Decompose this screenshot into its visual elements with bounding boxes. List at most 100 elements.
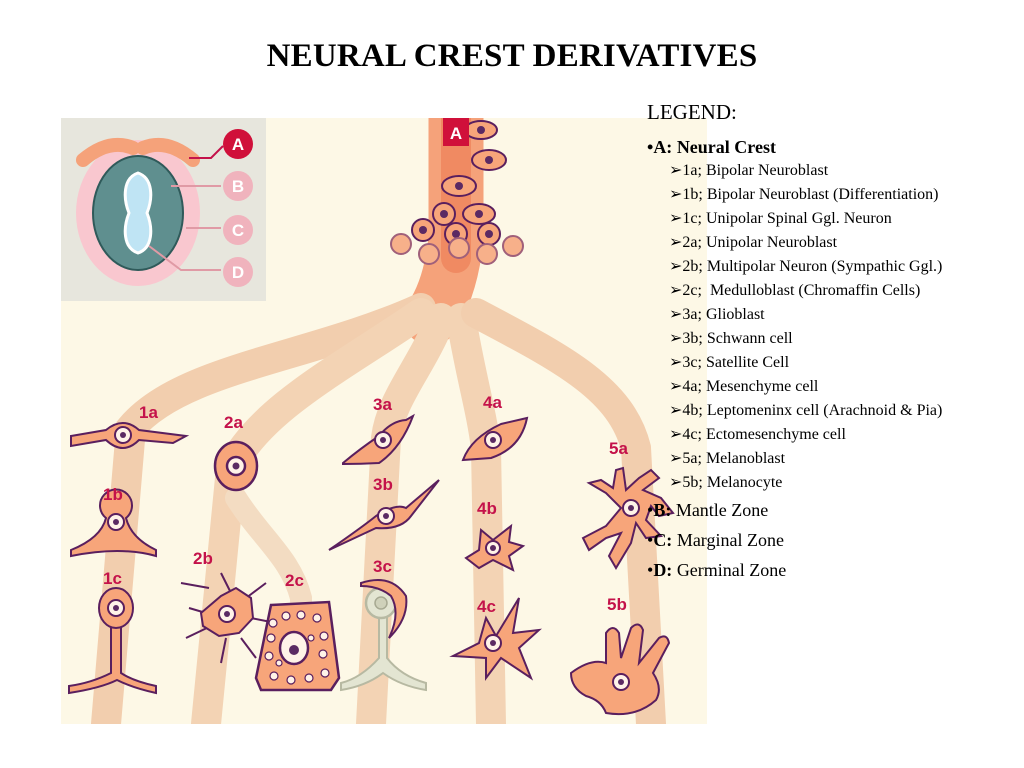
legend-sub-item: ➢4a; Mesenchyme cell: [647, 375, 1017, 399]
branch-5: [461, 298, 666, 724]
legend-sub-item: ➢4c; Ectomesenchyme cell: [647, 423, 1017, 447]
inset-circle-b: [223, 171, 253, 201]
cell-4c: [449, 597, 542, 681]
label-4b: 4b: [477, 499, 497, 518]
legend-sub-item: ➢5a; Melanoblast: [647, 447, 1017, 471]
legend-heading-colon: :: [730, 100, 737, 124]
crest-cells: [390, 120, 524, 265]
arrow-bullet: ➢: [669, 258, 683, 275]
arrow-bullet: ➢: [669, 306, 683, 323]
legend-sub-item: ➢3b; Schwann cell: [647, 327, 1017, 351]
legend-key-d: D:: [653, 560, 673, 580]
label-4c: 4c: [477, 597, 496, 616]
label-3c: 3c: [373, 557, 392, 576]
cell-1a: [70, 422, 190, 449]
label-1c: 1c: [103, 569, 122, 588]
cell-2a: [213, 440, 259, 492]
inset-label-d: D: [232, 263, 244, 282]
legend-sub-item: ➢3c; Satellite Cell: [647, 351, 1017, 375]
bullet: •: [647, 560, 654, 580]
legend-sub-text: 3c; Satellite Cell: [682, 354, 790, 371]
legend-zone-d: •D: Germinal Zone: [647, 555, 1017, 585]
inset-label-c: C: [232, 221, 244, 240]
legend-zone-c: •C: Marginal Zone: [647, 525, 1017, 555]
arrow-bullet: ➢: [669, 354, 683, 371]
legend-sub-text: 5a; Melanoblast: [682, 450, 786, 467]
arrow-bullet: ➢: [669, 282, 683, 299]
legend-sub-text: 2b; Multipolar Neuron (Sympathic Ggl.): [682, 258, 943, 275]
legend-key-b: B:: [653, 500, 672, 520]
inset-label-b: B: [232, 177, 244, 196]
label-2c: 2c: [285, 571, 304, 590]
legend-sub-item: ➢2a; Unipolar Neuroblast: [647, 231, 1017, 255]
legend-sub-text: 4a; Mesenchyme cell: [682, 378, 819, 395]
legend-sub-text: 5b; Melanocyte: [682, 474, 783, 491]
inset-circle-a: [223, 129, 253, 159]
label-5a: 5a: [609, 439, 628, 458]
legend-sub-item: ➢2b; Multipolar Neuron (Sympathic Ggl.): [647, 255, 1017, 279]
inset-circle-d: [223, 257, 253, 287]
arrow-bullet: ➢: [669, 162, 683, 179]
legend-text-c: Marginal Zone: [676, 530, 784, 550]
cell-2c: [254, 600, 341, 692]
legend-sub-item: ➢2c; Medulloblast (Chromaffin Cells): [647, 279, 1017, 303]
label-3a: 3a: [373, 395, 392, 414]
arrow-bullet: ➢: [669, 378, 683, 395]
legend-sub-item: ➢1a; Bipolar Neuroblast: [647, 159, 1017, 183]
label-4a: 4a: [483, 393, 502, 412]
arrow-bullet: ➢: [669, 474, 683, 491]
arrow-bullet: ➢: [669, 330, 683, 347]
cell-3a: [342, 413, 415, 466]
arrow-bullet: ➢: [669, 186, 683, 203]
label-2a: 2a: [224, 413, 243, 432]
legend-sub-text: 4b; Leptomeninx cell (Arachnoid & Pia): [682, 402, 943, 419]
cell-5a: [581, 466, 675, 570]
label-1a: 1a: [139, 403, 158, 422]
legend-text-a: Neural Crest: [676, 137, 776, 157]
legend-sub-item: ➢1c; Unipolar Spinal Ggl. Neuron: [647, 207, 1017, 231]
cell-1b: [70, 488, 157, 558]
neural-crest-diagram: A A B C D: [61, 118, 707, 724]
legend-text-b: Mantle Zone: [675, 500, 769, 520]
legend-sub-text: 1c; Unipolar Spinal Ggl. Neuron: [682, 210, 892, 227]
arrow-bullet: ➢: [669, 234, 683, 251]
neural-tube-inset: A B C D: [61, 118, 266, 301]
legend-key-c: C:: [653, 530, 673, 550]
arrow-bullet: ➢: [669, 402, 683, 419]
page-title: NEURAL CREST DERIVATIVES: [266, 38, 758, 74]
legend-sub-text: 1b; Bipolar Neuroblast (Differentiation): [682, 186, 939, 203]
arrow-bullet: ➢: [669, 450, 683, 467]
top-label-a-box: [443, 118, 469, 146]
label-2b: 2b: [193, 549, 213, 568]
cell-4a: [461, 416, 529, 462]
inset-circle-c: [223, 215, 253, 245]
cell-3b: [328, 479, 440, 551]
legend: LEGEND: •A: Neural Crest ➢1a; Bipolar Ne…: [647, 100, 1017, 585]
legend-sub-text: 4c; Ectomesenchyme cell: [682, 426, 846, 443]
legend-item-a: •A: Neural Crest: [647, 135, 1017, 159]
branch-2c: [225, 487, 312, 689]
legend-sub-item: ➢1b; Bipolar Neuroblast (Differentiation…: [647, 183, 1017, 207]
cell-1c: [68, 587, 157, 695]
arrow-bullet: ➢: [669, 210, 683, 227]
inset-label-a: A: [232, 135, 244, 154]
legend-heading-row: LEGEND:: [647, 100, 1017, 125]
cell-2b: [180, 572, 277, 664]
legend-sub-item: ➢4b; Leptomeninx cell (Arachnoid & Pia): [647, 399, 1017, 423]
bullet: •: [647, 500, 654, 520]
cell-5b: [569, 623, 671, 716]
legend-sub-item: ➢5b; Melanocyte: [647, 471, 1017, 495]
label-3b: 3b: [373, 475, 393, 494]
legend-sub-text: 3a; Glioblast: [682, 306, 765, 323]
bullet: •: [647, 530, 654, 550]
legend-heading: LEGEND: [647, 100, 731, 124]
arrow-bullet: ➢: [669, 426, 683, 443]
legend-zone-b: •B: Mantle Zone: [647, 495, 1017, 525]
legend-sub-text: 2c; Medulloblast (Chromaffin Cells): [682, 282, 921, 299]
legend-sub-text: 1a; Bipolar Neuroblast: [682, 162, 829, 179]
legend-key-a: A:: [653, 137, 673, 157]
top-label-a: A: [450, 124, 462, 143]
label-1b: 1b: [103, 485, 123, 504]
label-5b: 5b: [607, 595, 627, 614]
legend-sub-text: 3b; Schwann cell: [682, 330, 793, 347]
